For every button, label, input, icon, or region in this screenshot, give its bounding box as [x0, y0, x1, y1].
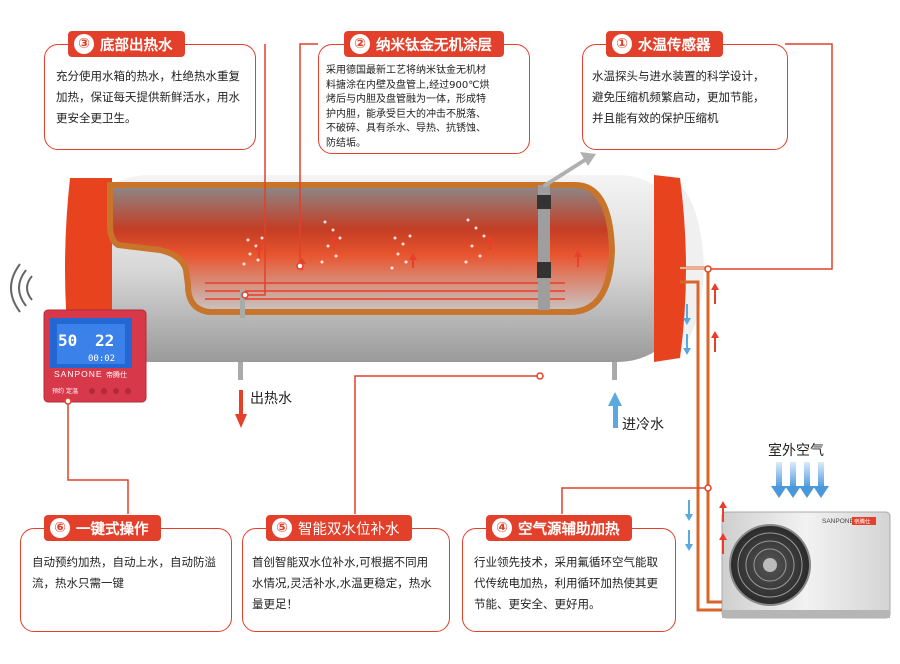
callout-6-box: [20, 528, 232, 632]
callout-1-title: 水温传感器: [638, 37, 711, 54]
callout-2-body: 采用德国最新工艺将纳米钛金无机材 料搪涂在内壁及盘管上,经过900℃烘 烤后与内…: [326, 64, 530, 151]
callout-2-tag: ② 纳米钛金无机涂层: [344, 31, 504, 57]
air-source-unit: SANPONE 帝腾仕: [721, 511, 891, 619]
callout-1-box: [582, 44, 788, 150]
callout-3-line: 充分使用水箱的热水，杜绝热水重复: [56, 69, 240, 83]
callout-2-line: 护内胆，能承受巨大的冲击不脱落、: [326, 108, 486, 120]
connector-lines: [67, 43, 833, 514]
callout-1-number: ①: [612, 34, 632, 54]
callout-3-title: 底部出热水: [100, 37, 173, 54]
callout-5-box: [242, 528, 450, 632]
callout-4-body: 行业领先技术，采用氟循环空气能取 代传统电加热，利用循环加热使其更 节能、更安全…: [474, 552, 672, 615]
cold-water-in-label: 进冷水: [622, 417, 664, 433]
panel-left-temp: 50: [58, 331, 77, 350]
callout-5-number: ⑤: [272, 518, 292, 538]
panel-brand: SANPONE: [54, 369, 103, 379]
hot-water-arrow: [235, 390, 247, 428]
outdoor-air-arrows: [771, 462, 829, 498]
callout-6-tag: ⑥ 一键式操作: [44, 515, 161, 541]
callout-3-box: [44, 44, 256, 150]
callout-5-title: 智能双水位补水: [298, 521, 400, 538]
callout-2-line: 防结垢。: [326, 137, 366, 149]
callout-3-body: 充分使用水箱的热水，杜绝热水重复 加热，保证每天提供新鲜活水，用水 更安全更卫生…: [56, 66, 252, 129]
connector-dots: [64, 262, 712, 492]
callout-1-line: 避免压缩机频繁启动，更加节能，: [592, 90, 765, 104]
unit-tag: 帝腾仕: [854, 518, 871, 526]
callout-1-line: 水温探头与进水装置的科学设计，: [592, 69, 765, 83]
callout-4-number: ④: [492, 518, 512, 538]
callout-4-tag: ④ 空气源辅助加热: [486, 515, 632, 541]
callout-5-line: 量更足！: [252, 597, 298, 611]
callout-3-number: ③: [74, 34, 94, 54]
panel-right-temp: 22: [95, 331, 114, 350]
callout-6-number: ⑥: [50, 518, 70, 538]
water-tank: [65, 152, 704, 380]
callout-2-line: 采用德国最新工艺将纳米钛金无机材: [326, 65, 486, 76]
callout-4-line: 节能、更安全、更好用。: [474, 597, 601, 611]
callout-3-tag: ③ 底部出热水: [68, 31, 185, 57]
callout-6-line: 自动预约加热，自动上水，自动防溢: [32, 555, 216, 569]
callout-4-title: 空气源辅助加热: [518, 521, 620, 538]
callout-2-line: 料搪涂在内壁及盘管上,经过900℃烘: [326, 79, 490, 91]
callout-5-body: 首创智能双水位补水,可根据不同用 水情况,灵活补水,水温更稳定，热水 量更足！: [252, 552, 448, 615]
cold-water-arrow: [608, 392, 622, 428]
refrigerant-pipes: [680, 266, 722, 612]
callout-1-tag: ① 水温传感器: [606, 31, 723, 57]
callout-1-body: 水温探头与进水装置的科学设计， 避免压缩机频繁启动，更加节能， 并且能有效的保护…: [592, 66, 784, 129]
control-panel: 50 22 00:02 SANPONE 帝腾仕 预约 定温: [43, 309, 147, 403]
callout-4-line: 行业领先技术，采用氟循环空气能取: [474, 555, 658, 569]
unit-brand: SANPONE: [822, 518, 854, 525]
callout-2-line: 烤后与内胆及盘管融为一体，形成特: [326, 94, 486, 105]
callout-2-line: 不破碎、具有杀水、导热、抗锈蚀、: [326, 123, 486, 134]
callout-5-line: 水情况,灵活补水,水温更稳定，热水: [252, 576, 432, 590]
callout-5-line: 首创智能双水位补水,可根据不同用: [252, 555, 429, 569]
callout-2-title: 纳米钛金无机涂层: [376, 37, 492, 54]
callout-6-body: 自动预约加热，自动上水，自动防溢 流，热水只需一键: [32, 552, 228, 594]
wifi-signal-icon: [10, 263, 33, 313]
callout-3-line: 加热，保证每天提供新鲜活水，用水: [56, 90, 240, 104]
callout-6-line: 流，热水只需一键: [32, 576, 124, 590]
panel-brand-cn: 帝腾仕: [106, 370, 127, 379]
panel-button-2: 定温: [66, 387, 78, 395]
panel-time: 00:02: [88, 354, 115, 364]
callout-5-tag: ⑤ 智能双水位补水: [266, 515, 412, 541]
pipe-flow-arrows: [683, 283, 727, 554]
callout-3-line: 更安全更卫生。: [56, 111, 137, 125]
callout-6-title: 一键式操作: [76, 521, 149, 538]
callout-1-line: 并且能有效的保护压缩机: [592, 111, 719, 125]
panel-button-1: 预约: [52, 387, 64, 395]
callout-4-line: 代传统电加热，利用循环加热使其更: [474, 576, 658, 590]
hot-water-out-label: 出热水: [250, 391, 292, 407]
callout-2-number: ②: [350, 34, 370, 54]
outdoor-air-label: 室外空气: [768, 443, 824, 459]
